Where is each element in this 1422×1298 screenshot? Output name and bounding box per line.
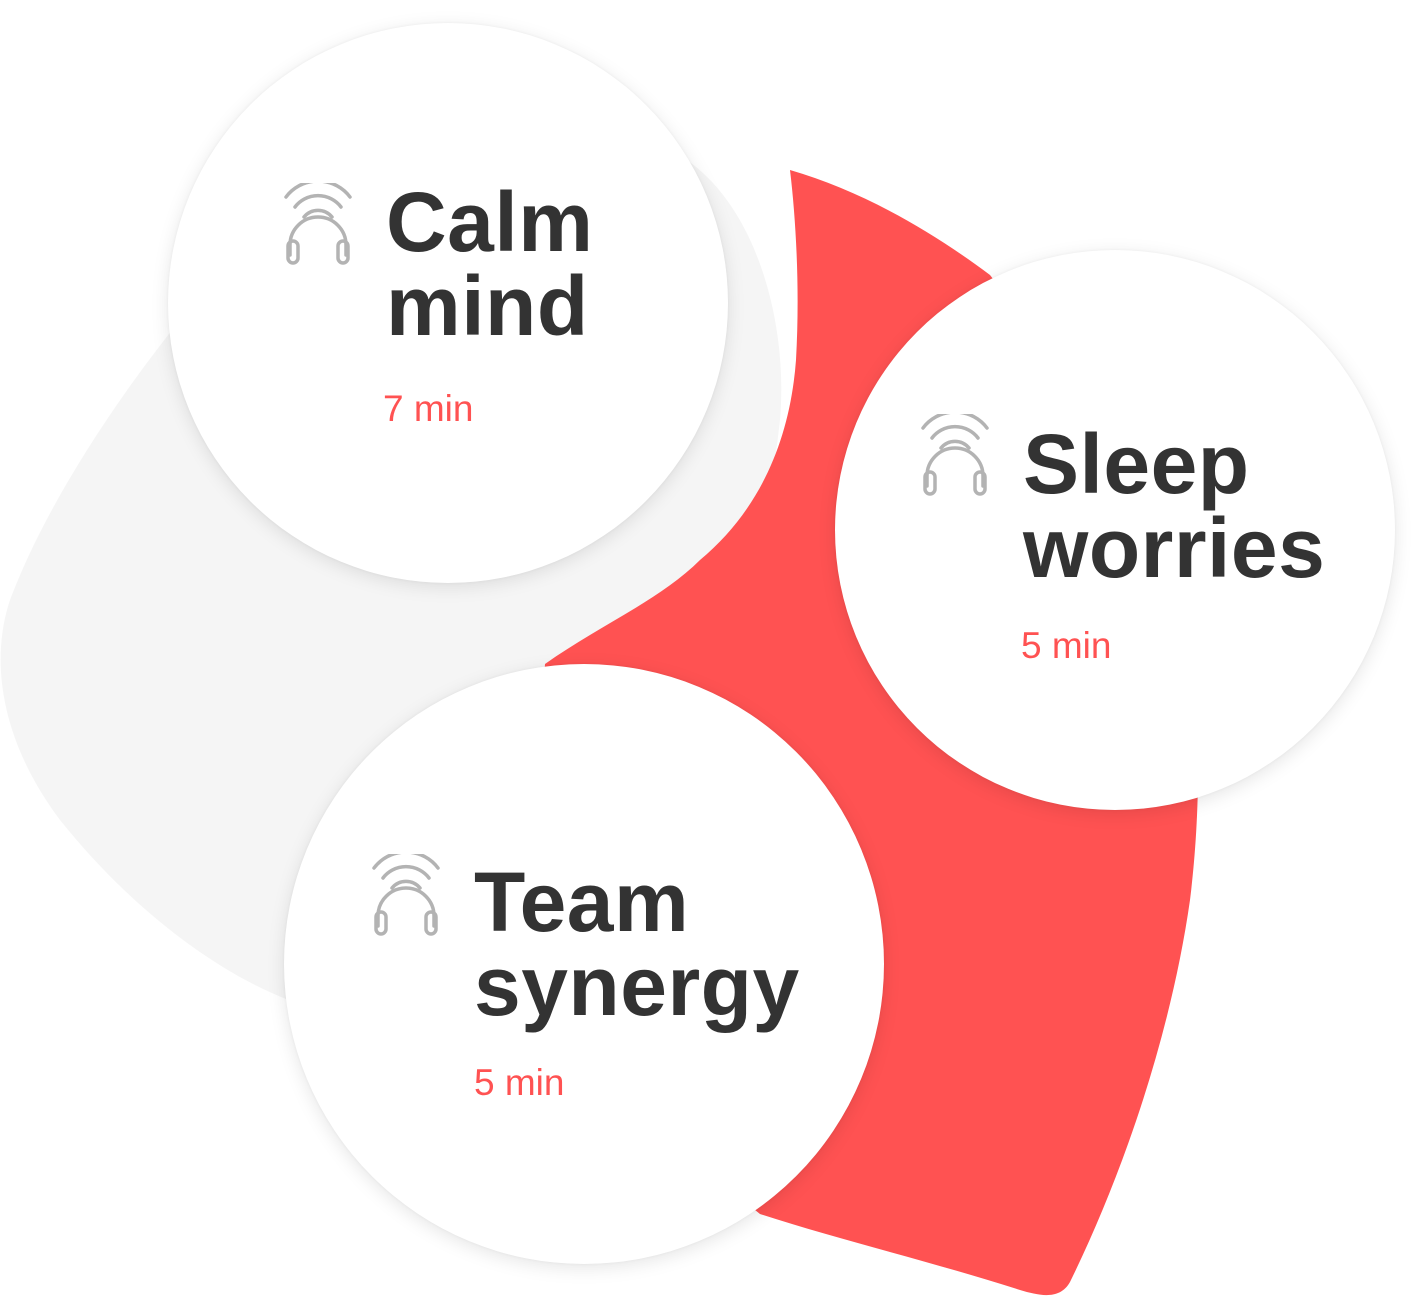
headphones-broadcast-icon: [372, 854, 440, 936]
headphones-broadcast-icon: [284, 183, 352, 265]
session-title: Calm mind: [386, 180, 593, 348]
session-duration: 5 min: [1021, 625, 1112, 666]
session-card-calm-mind[interactable]: Calm mind 7 min: [168, 23, 728, 583]
session-title: Sleep worries: [1023, 422, 1325, 590]
session-duration: 7 min: [383, 388, 474, 429]
session-title-line-2: mind: [386, 259, 589, 353]
headphones-broadcast-icon: [921, 414, 989, 496]
session-title-line-1: Sleep: [1023, 417, 1250, 511]
session-title-line-1: Calm: [386, 175, 594, 269]
session-card-team-synergy[interactable]: Team synergy 5 min: [284, 664, 884, 1264]
session-title-line-2: worries: [1023, 501, 1326, 595]
session-title-line-1: Team: [474, 855, 690, 949]
session-title-line-2: synergy: [474, 939, 800, 1033]
session-card-sleep-worries[interactable]: Sleep worries 5 min: [835, 250, 1395, 810]
session-title: Team synergy: [474, 860, 800, 1028]
session-duration: 5 min: [474, 1062, 565, 1103]
